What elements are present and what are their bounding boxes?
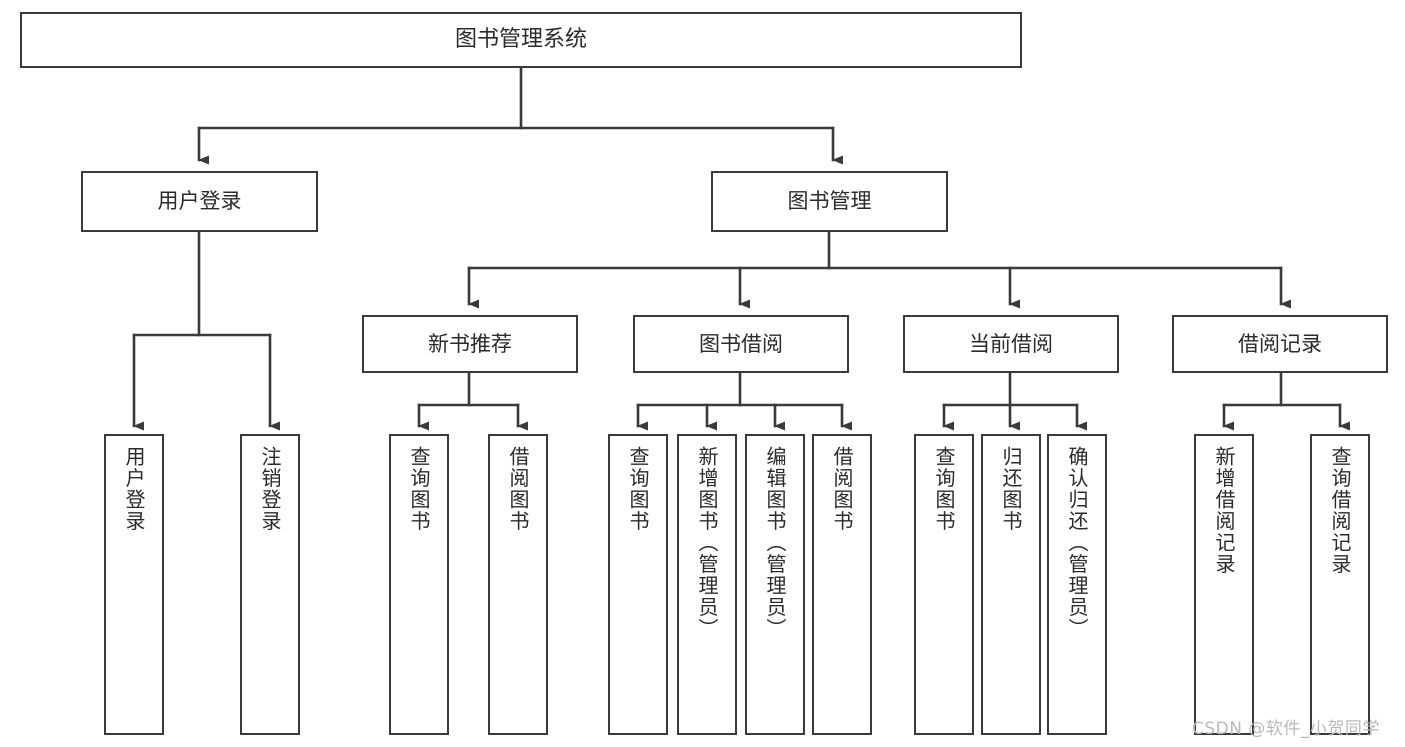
node-new-book-recommend[interactable]: 新书推荐 <box>362 315 578 373</box>
leaf-return-book-label: 归还图书 <box>999 446 1023 532</box>
leaf-query-record[interactable]: 查询借阅记录 <box>1310 434 1370 735</box>
leaf-borrow-book-1-label: 借阅图书 <box>506 446 530 532</box>
leaf-add-record-label: 新增借阅记录 <box>1212 446 1236 575</box>
leaf-add-book[interactable]: 新增图书（管理员） <box>677 434 737 735</box>
node-current-borrow[interactable]: 当前借阅 <box>903 315 1119 373</box>
leaf-query-book-3-label: 查询图书 <box>932 446 956 532</box>
node-borrow-record-label: 借阅记录 <box>1238 331 1322 356</box>
leaf-query-record-label: 查询借阅记录 <box>1328 446 1352 575</box>
leaf-borrow-book-2-label: 借阅图书 <box>830 446 854 532</box>
node-book-borrow-label: 图书借阅 <box>699 331 783 356</box>
leaf-query-book-2-label: 查询图书 <box>626 446 650 532</box>
node-current-borrow-label: 当前借阅 <box>969 331 1053 356</box>
leaf-user-login[interactable]: 用户登录 <box>104 434 164 735</box>
node-new-book-recommend-label: 新书推荐 <box>428 331 512 356</box>
node-borrow-record[interactable]: 借阅记录 <box>1172 315 1388 373</box>
leaf-query-book-1[interactable]: 查询图书 <box>389 434 449 735</box>
node-root-label: 图书管理系统 <box>454 27 587 53</box>
leaf-query-book-3[interactable]: 查询图书 <box>914 434 974 735</box>
node-root[interactable]: 图书管理系统 <box>20 12 1022 68</box>
node-book-manage-label: 图书管理 <box>787 189 872 214</box>
node-book-borrow[interactable]: 图书借阅 <box>633 315 849 373</box>
leaf-edit-book[interactable]: 编辑图书（管理员） <box>745 434 805 735</box>
node-user-login-label: 用户登录 <box>157 189 242 214</box>
node-book-manage[interactable]: 图书管理 <box>711 171 948 232</box>
leaf-add-book-label: 新增图书（管理员） <box>695 446 719 640</box>
leaf-query-book-1-label: 查询图书 <box>407 446 431 532</box>
leaf-edit-book-label: 编辑图书（管理员） <box>763 446 787 640</box>
csdn-watermark: CSDN @软件_小贺同学 <box>1192 719 1380 739</box>
leaf-borrow-book-2[interactable]: 借阅图书 <box>812 434 872 735</box>
node-user-login[interactable]: 用户登录 <box>81 171 318 232</box>
leaf-user-logout[interactable]: 注销登录 <box>240 434 300 735</box>
leaf-confirm-return[interactable]: 确认归还（管理员） <box>1047 434 1107 735</box>
leaf-query-book-2[interactable]: 查询图书 <box>608 434 668 735</box>
leaf-borrow-book-1[interactable]: 借阅图书 <box>488 434 548 735</box>
leaf-user-login-label: 用户登录 <box>122 446 146 532</box>
leaf-return-book[interactable]: 归还图书 <box>981 434 1041 735</box>
leaf-add-record[interactable]: 新增借阅记录 <box>1194 434 1254 735</box>
leaf-user-logout-label: 注销登录 <box>258 446 282 532</box>
leaf-confirm-return-label: 确认归还（管理员） <box>1065 446 1089 640</box>
